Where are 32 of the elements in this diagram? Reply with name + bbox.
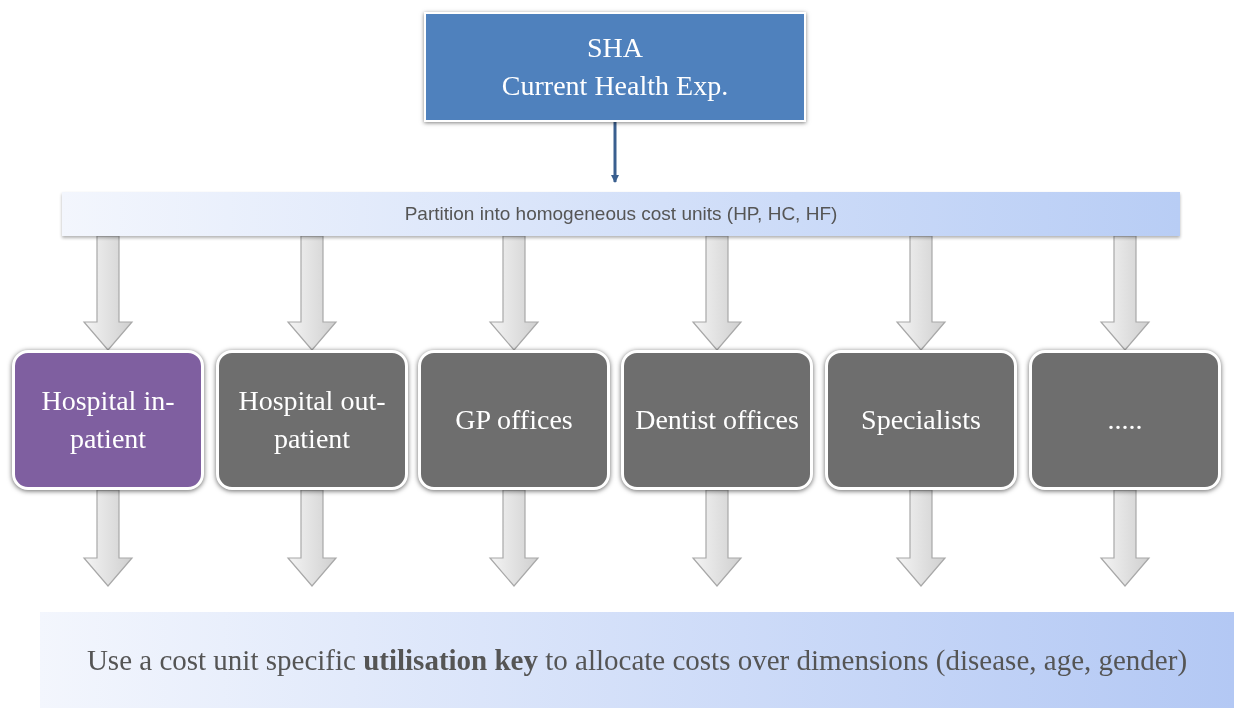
cost-unit-box [216,350,408,490]
title-box [424,12,806,122]
block-arrow [488,489,540,587]
banner-bar [62,192,1180,236]
node-text: Current Health Exp. [501,69,729,103]
node-text: Hospital out-patient [237,384,387,456]
block-arrow [488,235,540,351]
cost-unit-box [418,350,610,490]
block-arrow [82,489,134,587]
block-arrow [895,489,947,587]
cost-unit-box [12,350,204,490]
cost-unit-box [1029,350,1221,490]
block-arrow [82,235,134,351]
node-text: Specialists [861,403,981,437]
block-arrow [895,235,947,351]
node-text: Dentist offices [635,403,799,437]
node-text: Partition into homogeneous cost units (HP, HC, HF) [404,201,838,226]
block-arrow [286,235,338,351]
banner-bar [40,612,1234,708]
node-text: GP offices [455,403,573,437]
block-arrow [1099,235,1151,351]
node-text: Hospital in-patient [40,384,176,456]
cost-unit-box [825,350,1017,490]
cost-unit-box [621,350,813,490]
block-arrow [691,489,743,587]
node-text: Use a cost unit specific utilisation key to allocate costs over dimensions (disease, age, gender) [86,643,1188,678]
block-arrow [691,235,743,351]
block-arrow [1099,489,1151,587]
arrow [611,122,619,183]
node-text: ..... [1107,403,1143,437]
block-arrow [286,489,338,587]
node-text: SHA [587,31,643,65]
